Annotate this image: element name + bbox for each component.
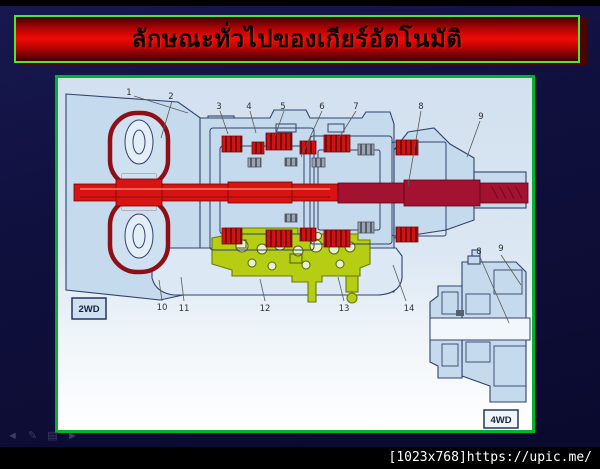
callout-4wd-8: 8 [476,247,481,257]
label-box-4wd [483,409,519,429]
transmission-diagram: 1 2 3 4 5 6 7 8 9 10 11 12 13 14 8 9 2WD… [58,78,532,430]
callout-1: 1 [126,88,131,98]
callout-9: 9 [478,112,483,122]
callout-7: 7 [353,102,358,112]
callout-8: 8 [418,102,423,112]
callout-10: 10 [157,303,168,313]
transfer-case-4wd-diagram [429,249,531,403]
menu-icon[interactable]: ▤ [47,430,58,442]
watermark-text: [1023x768]https://upic.me/ [388,450,593,465]
callout-6: 6 [319,102,324,112]
drive-type-labels: 2WD 4WD [71,297,519,429]
pen-icon[interactable]: ✎ [27,430,38,442]
callout-leader-lines [133,95,522,324]
label-4wd: 4WD [490,415,511,426]
callout-2: 2 [168,92,173,102]
main-shaft [73,178,529,207]
callout-5: 5 [280,102,285,112]
callout-3: 3 [216,102,221,112]
label-box-2wd [71,297,107,320]
bearing-blocks [247,143,375,234]
callout-13: 13 [339,304,350,314]
slide-title: ลักษณะทั่วไปของเกียร์อัตโนมัติ [131,26,463,53]
callout-14: 14 [404,304,415,314]
back-arrow-icon[interactable]: ◄ [7,430,18,442]
title-banner: ลักษณะทั่วไปของเกียร์อัตโนมัติ [14,15,580,63]
label-2wd: 2WD [78,304,99,315]
presentation-toolbar: ◄ ✎ ▤ ► [6,429,79,443]
forward-arrow-icon[interactable]: ► [67,430,78,442]
callout-4wd-9: 9 [498,244,503,254]
callout-12: 12 [260,304,271,314]
callout-4: 4 [246,102,251,112]
watermark-bar: [1023x768]https://upic.me/ [0,447,600,469]
transmission-diagram-panel: 1 2 3 4 5 6 7 8 9 10 11 12 13 14 8 9 2WD… [55,75,535,433]
callout-11: 11 [179,304,190,314]
